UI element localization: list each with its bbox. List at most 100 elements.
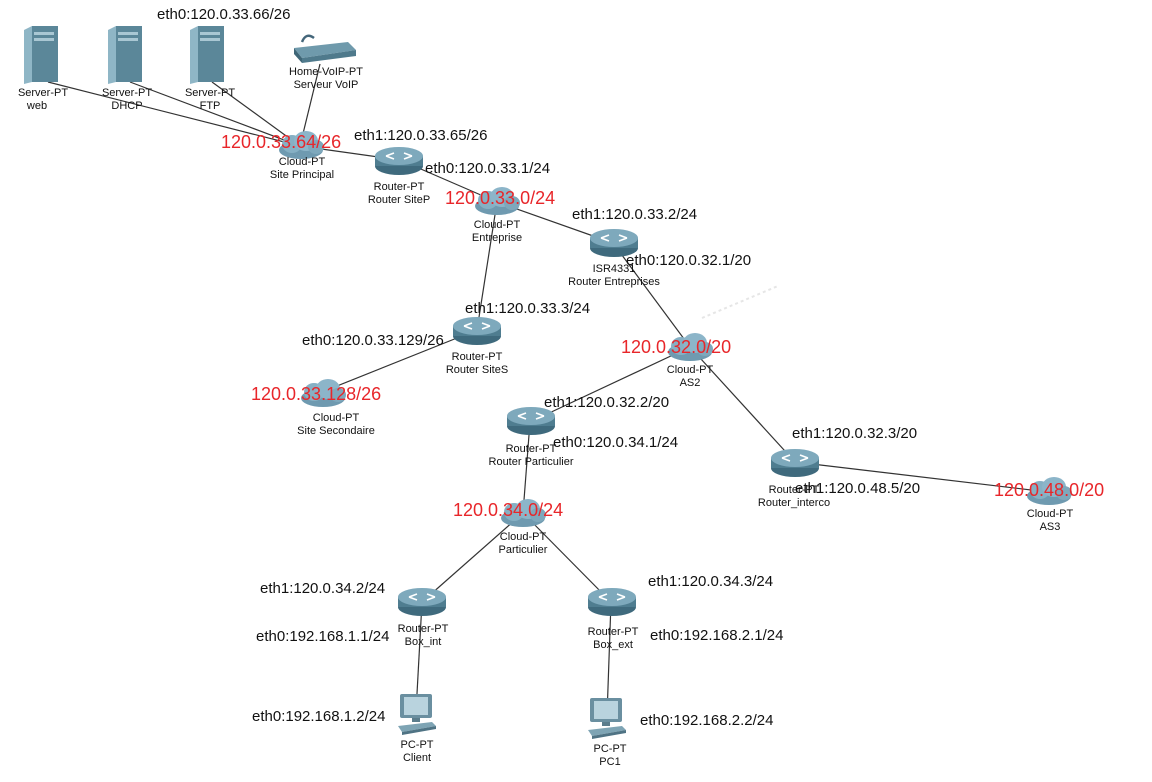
cloud-site-principal-label: Cloud-PT Site Principal: [270, 156, 334, 182]
link-interco-as3: [794, 461, 1049, 493]
cloud-icon: [475, 187, 520, 215]
device-name: Box_int: [404, 636, 442, 648]
iface-ftp-eth0: eth0:120.0.33.66/26: [157, 6, 291, 23]
router-entreprises-label: ISR4331 Router Entreprises: [568, 263, 660, 289]
iface-interco-eth1-as2: eth1:120.0.32.3/20: [792, 425, 918, 442]
server-ftp-label: Server-PT FTP: [185, 87, 235, 113]
cloud-as3[interactable]: [1024, 476, 1074, 511]
device-type: Server-PT: [101, 87, 153, 99]
voip-device-icon: [294, 34, 356, 63]
cloud-particulier[interactable]: [498, 498, 548, 533]
device-type: PC-PT: [593, 743, 627, 755]
voip-device[interactable]: [292, 32, 358, 69]
iface-boxint-eth0: eth0:192.168.1.1/24: [256, 628, 390, 645]
device-name: PC1: [599, 756, 621, 768]
network-site-principal: 120.0.33.64/26: [221, 132, 342, 152]
server-ftp[interactable]: [190, 26, 226, 91]
device-type: ISR4331: [592, 263, 636, 275]
router-icon: [588, 588, 636, 616]
router-box-int[interactable]: [397, 587, 447, 622]
device-name: DHCP: [111, 100, 143, 112]
cloud-entreprise[interactable]: [472, 186, 522, 221]
server-dhcp-label: Server-PT DHCP: [102, 87, 152, 113]
iface-boxint-eth1: eth1:120.0.34.2/24: [260, 580, 386, 597]
router-sitep-label: Router-PT Router SiteP: [368, 181, 430, 207]
cloud-icon: [301, 379, 346, 407]
link-sites-sitesecondaire: [321, 329, 478, 393]
iface-boxext-eth1: eth1:120.0.34.3/24: [648, 573, 774, 590]
iface-sitep-eth1: eth1:120.0.33.65/26: [354, 127, 488, 144]
cloud-icon: [1027, 477, 1072, 505]
device-type: Cloud-PT: [1026, 508, 1074, 520]
cloud-as2[interactable]: [665, 332, 715, 367]
device-name: Router_interco: [757, 497, 831, 509]
router-icon: [590, 229, 638, 257]
router-interco[interactable]: [770, 448, 820, 483]
pc-client-label: PC-PT Client: [401, 739, 434, 765]
pc-pc1[interactable]: [586, 696, 628, 745]
network-particulier: 120.0.34.0/24: [453, 500, 564, 520]
link-particulier-boxint: [421, 512, 524, 603]
router-icon: [771, 449, 819, 477]
pc-client[interactable]: [396, 692, 438, 741]
pc-icon: [398, 694, 436, 735]
network-site-secondaire: 120.0.33.128/26: [251, 384, 382, 404]
link-entreprises-as2: [612, 242, 691, 348]
device-type: Router-PT: [451, 351, 503, 363]
router-icon: [453, 317, 501, 345]
device-type: Router-PT: [373, 181, 425, 193]
link-as2-particulier-router: [529, 346, 691, 423]
cloud-as3-label: Cloud-PT AS3: [1027, 508, 1073, 534]
device-name: Site Secondaire: [297, 425, 375, 437]
device-name: Serveur VoIP: [293, 79, 359, 91]
cloud-icon: [501, 499, 546, 527]
device-type: Server-PT: [17, 87, 69, 99]
device-name: Particulier: [498, 544, 548, 556]
link-dhcp-siteprincipal: [129, 81, 301, 147]
device-name: FTP: [199, 100, 221, 112]
router-box-int-label: Router-PT Box_int: [398, 623, 449, 649]
device-type: PC-PT: [400, 739, 434, 751]
router-box-ext[interactable]: [587, 587, 637, 622]
router-particulier-label: Router-PT Router Particulier: [489, 443, 574, 469]
link-particulier-router-cloud: [522, 421, 531, 514]
device-type: Cloud-PT: [499, 531, 547, 543]
iface-client-eth0: eth0:192.168.1.2/24: [252, 708, 386, 725]
device-type: Server-PT: [184, 87, 236, 99]
router-entreprises[interactable]: [589, 228, 639, 263]
router-sitep[interactable]: [374, 146, 424, 181]
server-web[interactable]: [24, 26, 60, 91]
device-name: web: [26, 100, 48, 112]
device-type: Cloud-PT: [666, 364, 714, 376]
router-particulier[interactable]: [506, 406, 556, 441]
network-entreprise: 120.0.33.0/24: [445, 188, 556, 208]
router-box-ext-label: Router-PT Box_ext: [588, 626, 639, 652]
device-type: Cloud-PT: [473, 219, 521, 231]
device-name: Client: [402, 752, 432, 764]
pc-pc1-label: PC-PT PC1: [594, 743, 627, 769]
router-sites[interactable]: [452, 316, 502, 351]
server-web-label: Server-PT web: [18, 87, 68, 113]
device-name: Router Entreprises: [568, 276, 660, 288]
cloud-site-secondaire[interactable]: [298, 378, 348, 413]
device-type: Router-PT: [505, 443, 557, 455]
device-name: Router Particulier: [488, 456, 574, 468]
server-dhcp[interactable]: [108, 26, 144, 91]
device-type: Router-PT: [768, 484, 820, 496]
iface-sitep-eth0: eth0:120.0.33.1/24: [425, 160, 551, 177]
device-name: Router SiteS: [445, 364, 509, 376]
iface-sites-eth1: eth1:120.0.33.3/24: [465, 300, 591, 317]
link-entreprise-sites: [476, 201, 498, 331]
device-name: Router SiteP: [367, 194, 431, 206]
link-web-siteprincipal: [47, 81, 301, 147]
iface-entreprises-eth1: eth1:120.0.33.2/24: [572, 206, 698, 223]
cloud-particulier-label: Cloud-PT Particulier: [499, 531, 548, 557]
server-icon: [190, 26, 224, 84]
cloud-entreprise-label: Cloud-PT Entreprise: [472, 219, 522, 245]
faint-annotation-marks: [701, 285, 779, 319]
device-name: AS2: [679, 377, 701, 389]
device-name: AS3: [1039, 521, 1061, 533]
cloud-icon: [279, 131, 324, 159]
cloud-site-principal[interactable]: [276, 130, 326, 165]
